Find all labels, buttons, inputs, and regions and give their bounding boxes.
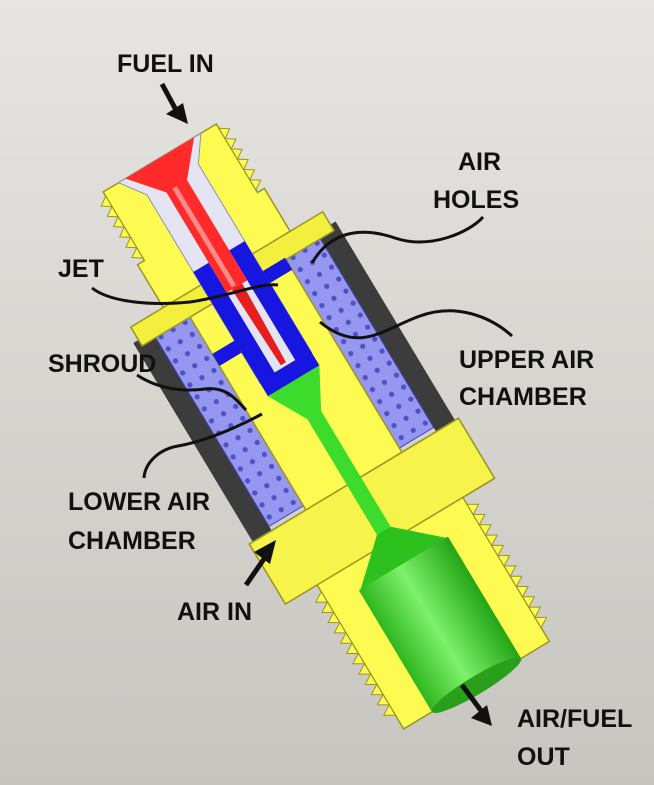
leader-air-holes	[310, 215, 485, 264]
air-in-arrow-icon	[243, 540, 276, 587]
carburetor-body	[100, 122, 551, 730]
upper-air-chamber	[193, 241, 320, 397]
label-fuel-in: FUEL IN	[117, 50, 214, 78]
label-lower-air-chamber-line1: LOWER AIR	[68, 488, 210, 516]
label-air-in: AIR IN	[177, 598, 252, 626]
shroud-outer-left	[133, 331, 272, 542]
leader-upper-air-chamber	[319, 309, 514, 340]
mixing-throat	[306, 409, 393, 538]
label-shroud: SHROUD	[48, 350, 156, 378]
flow-arrows	[159, 82, 492, 726]
label-jet: JET	[58, 255, 104, 283]
mixing-venturi	[267, 365, 322, 420]
outlet-cone	[359, 526, 449, 592]
fuel-in-arrow-icon	[159, 82, 188, 124]
shroud-outer-right	[316, 221, 456, 432]
outlet-bore	[358, 536, 522, 712]
label-air-holes-line2: HOLES	[433, 186, 519, 214]
fuel-inlet-funnel	[125, 137, 195, 193]
lower-thread-left	[314, 590, 397, 716]
air-hole-left	[212, 340, 242, 366]
label-air-fuel-out-line2: OUT	[517, 743, 570, 771]
leader-shroud	[136, 373, 248, 412]
leader-lower-air-chamber	[142, 412, 263, 479]
air-hole-right	[262, 257, 293, 284]
jet-needle	[231, 283, 286, 366]
label-air-fuel-out-line1: AIR/FUEL	[517, 705, 632, 733]
leader-lines	[91, 215, 514, 479]
label-upper-air-chamber-line1: UPPER AIR	[459, 346, 594, 374]
diagram-labels: FUEL IN AIR HOLES JET SHROUD UPPER AIR C…	[48, 50, 632, 771]
air-fuel-out-arrow-icon	[459, 683, 492, 726]
outlet-mouth	[431, 657, 522, 714]
lower-thread-right	[466, 503, 548, 629]
label-lower-air-chamber-line2: CHAMBER	[68, 527, 196, 555]
label-air-holes-line1: AIR	[458, 148, 501, 176]
upper-thread-right	[218, 127, 262, 192]
upper-thread-left	[100, 195, 144, 259]
leader-jet	[91, 283, 279, 305]
fuel-tube-highlight	[172, 186, 236, 288]
label-upper-air-chamber-line2: CHAMBER	[459, 383, 587, 411]
